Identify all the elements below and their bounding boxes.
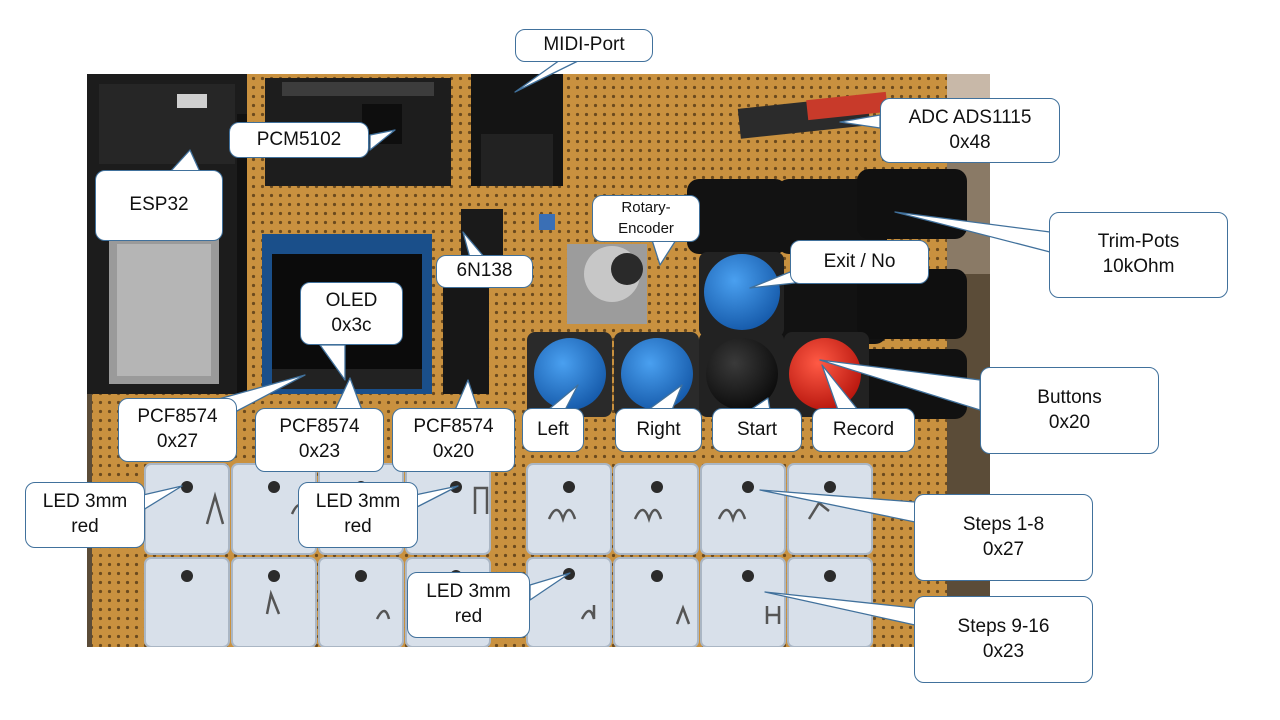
callout-led-bottom: LED 3mm red xyxy=(407,572,530,638)
callout-text: 0x27 xyxy=(982,538,1025,560)
callout-text: 0x48 xyxy=(949,131,991,153)
callout-pcm5102: PCM5102 xyxy=(229,122,369,158)
callout-text: Record xyxy=(832,418,895,440)
callout-text: Right xyxy=(636,418,681,440)
callout-text: LED 3mm xyxy=(315,491,401,513)
callout-text: 0x23 xyxy=(982,640,1025,662)
callout-esp32: ESP32 xyxy=(95,170,223,241)
callout-buttons: Buttons 0x20 xyxy=(980,367,1159,454)
callout-6n138: 6N138 xyxy=(436,255,533,288)
midi-port-jack xyxy=(471,74,563,186)
callout-text: 10kOhm xyxy=(1102,256,1175,277)
callout-text: red xyxy=(344,516,372,537)
callout-text: Rotary- xyxy=(621,199,671,217)
adc-board xyxy=(737,91,888,139)
callout-text: PCM5102 xyxy=(256,128,342,150)
callout-midi-port: MIDI-Port xyxy=(515,29,653,62)
callout-trim-pots: Trim-Pots 10kOhm xyxy=(1049,212,1228,298)
callout-text: 0x3c xyxy=(331,314,372,336)
callout-text: Steps 1-8 xyxy=(962,513,1045,535)
callout-text: MIDI-Port xyxy=(543,34,625,56)
callout-text: Left xyxy=(537,418,569,440)
callout-text: red xyxy=(454,606,483,627)
callout-text: ADC ADS1115 xyxy=(908,106,1032,128)
callout-text: 0x20 xyxy=(1048,411,1091,433)
callout-record: Record xyxy=(812,408,915,452)
callout-text: red xyxy=(71,516,99,537)
callout-text: Encoder xyxy=(618,219,674,237)
callout-led-left: LED 3mm red xyxy=(25,482,145,548)
board-photo xyxy=(87,74,990,647)
callout-text: OLED xyxy=(325,289,378,311)
callout-text: Start xyxy=(736,418,778,440)
callout-right: Right xyxy=(615,408,702,452)
callout-text: Trim-Pots xyxy=(1097,231,1180,253)
callout-text: LED 3mm xyxy=(426,581,511,603)
callout-pcf-23: PCF8574 0x23 xyxy=(255,408,384,472)
callout-start: Start xyxy=(712,408,802,452)
callout-adc: ADC ADS1115 0x48 xyxy=(880,98,1060,163)
callout-text: Exit / No xyxy=(823,250,896,272)
callout-text: PCF8574 xyxy=(413,416,494,438)
callout-text: 0x27 xyxy=(156,431,199,452)
callout-text: ESP32 xyxy=(129,194,189,216)
callout-text: PCF8574 xyxy=(137,406,218,428)
callout-led-mid: LED 3mm red xyxy=(298,482,418,548)
callout-text: PCF8574 xyxy=(279,416,360,438)
callout-steps-1-8: Steps 1-8 0x27 xyxy=(914,494,1093,581)
rotary-encoder xyxy=(567,244,647,324)
callout-text: 0x20 xyxy=(432,441,475,462)
callout-text: LED 3mm xyxy=(42,491,128,513)
callout-rotary-encoder: Rotary- Encoder xyxy=(592,195,700,242)
callout-exit-no: Exit / No xyxy=(790,240,929,284)
callout-text: Steps 9-16 xyxy=(957,615,1050,637)
callout-text: 0x23 xyxy=(298,441,341,462)
callout-oled: OLED 0x3c xyxy=(300,282,403,345)
callout-left: Left xyxy=(522,408,584,452)
callout-pcf-20: PCF8574 0x20 xyxy=(392,408,515,472)
callout-text: 6N138 xyxy=(456,260,513,282)
callout-text: Buttons xyxy=(1037,386,1102,408)
callout-steps-9-16: Steps 9-16 0x23 xyxy=(914,596,1093,683)
callout-pcf-27: PCF8574 0x27 xyxy=(118,398,237,462)
